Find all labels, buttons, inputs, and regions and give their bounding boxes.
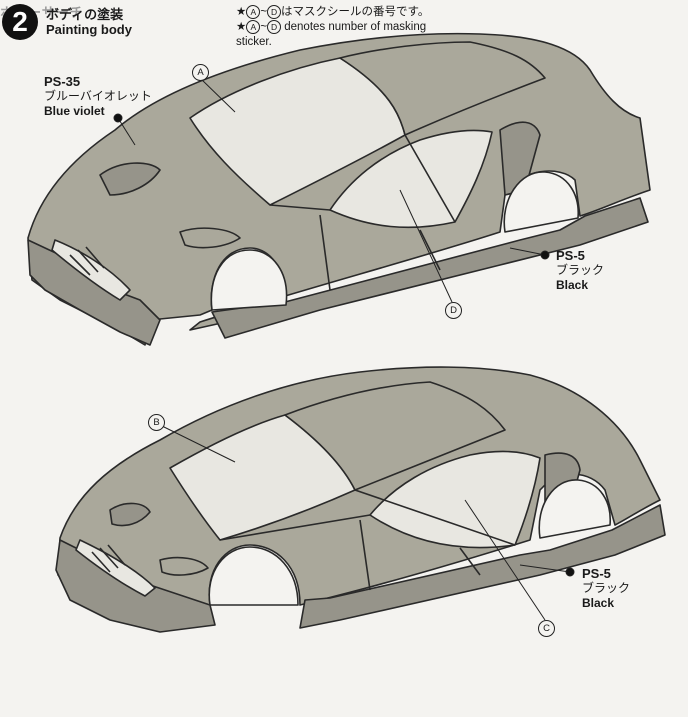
paint-label-ps5-top: PS-5 ブラック Black [556,248,604,293]
leader-ps35 [117,117,136,146]
leader-ps5-bottom [519,564,571,573]
mask-ref-start: A [246,5,261,19]
mask-callout-a: A [192,64,209,81]
paint-name-jp: ブラック [582,581,631,595]
paint-label-ps5-bottom: PS-5 ブラック Black [582,566,630,611]
step-number-badge: 2 [2,4,38,40]
mask-note-en: ★A~D denotes number of masking [236,20,427,34]
mask-ref-start: A [246,20,261,34]
bottom-car-side-window [369,450,541,549]
paint-label-ps35: PS-35 ブルーバイオレット Blue violet [44,74,152,119]
star-icon: ★ [236,6,247,18]
bottom-car-grille [91,544,126,573]
mask-ref-end: D [267,20,282,34]
mask-note-en-cont: sticker. [236,36,272,48]
leader-ps5-top [509,247,546,256]
mask-ref-end: D [267,5,282,19]
top-car-skirt [211,197,649,339]
step-title-jp: ボディの塗装 [46,7,124,22]
step-title-en: Painting body [46,22,132,37]
paint-dot-ps5-top [540,250,550,260]
leader-b [161,425,236,463]
paint-code: PS-5 [556,248,585,263]
top-car-wheel-arch-rear [503,171,579,233]
top-car-cowl [269,204,331,211]
bottom-car-shell [57,366,661,621]
bottom-car-roof [284,381,506,491]
bottom-car-headlight [75,539,156,597]
paint-code: PS-35 [44,74,81,89]
bottom-car-cowl [219,514,371,541]
paint-dot-ps35 [113,113,123,123]
mask-note-jp-text: はマスクシールの番号です。 [281,6,430,18]
bottom-car-wheel-arch-rear [538,479,611,539]
star-icon: ★ [236,21,247,33]
mask-callout-d: D [445,302,462,319]
paint-name-jp: ブラック [556,263,605,277]
top-car-roof [339,41,546,136]
paint-code: PS-5 [582,566,611,581]
mask-callout-c: C [538,620,555,637]
top-car-body [27,32,651,346]
mask-note-en-text: denotes number of masking [284,21,427,33]
bottom-car-leaders [161,425,575,621]
top-car-side-window [329,129,493,229]
leader-a [199,77,236,113]
leader-c [464,499,546,621]
top-car-grille [69,246,105,276]
top-car-mirror [179,227,241,249]
paint-name-en: Blue violet [44,104,105,118]
paint-name-en: Black [582,596,615,610]
paint-dot-ps5-bottom [565,567,575,577]
bottom-car-skirt [299,504,666,629]
paint-name-jp: ブルーバイオレット [44,89,152,103]
bottom-car-hood-vent [109,502,151,527]
bottom-car-wheel-arch-front [208,546,299,606]
top-car-hood-vent [99,162,161,196]
top-car-door-line [319,214,441,291]
top-car-a-pillar [404,134,456,223]
leader-d [399,189,453,303]
mask-callout-b: B [148,414,165,431]
bottom-car-mirror [159,556,209,576]
bottom-car-body [55,366,666,633]
top-car-leaders [113,77,550,303]
top-car-wheel-arch-front [210,249,288,311]
paint-name-en: Black [556,278,589,292]
bottom-car-door-line [359,519,481,591]
